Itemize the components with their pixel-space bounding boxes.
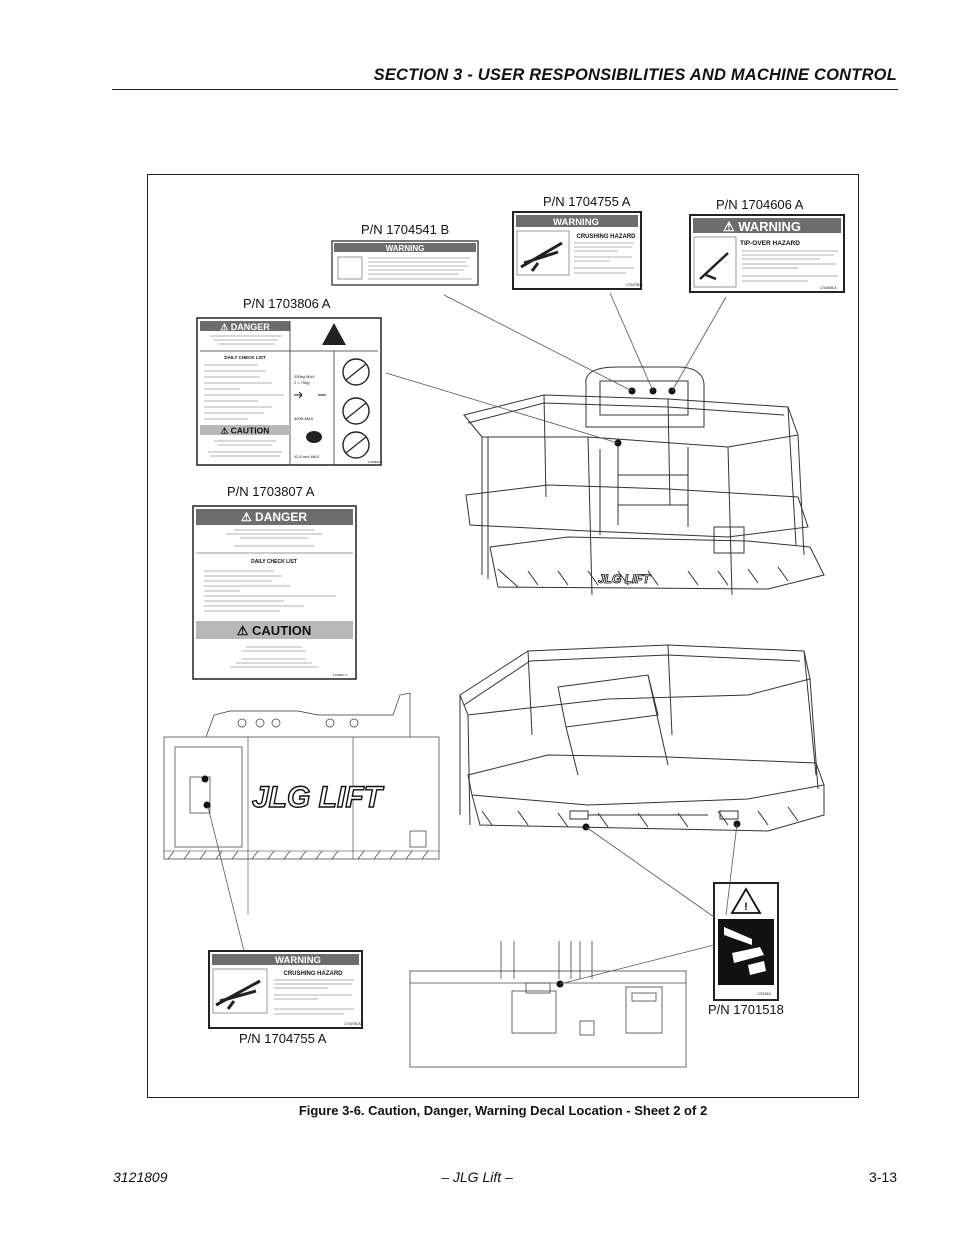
pn-1704755-bottom-label: P/N 1704755 A [239, 1031, 327, 1046]
decal-1703806-person: 2 = 70kg [294, 380, 309, 385]
decal-1704606-code: 1704606 A [820, 286, 837, 290]
svg-text:!: ! [744, 901, 748, 913]
decal-1704755-top-warning: WARNING [553, 217, 599, 228]
decal-1703806-checklist: DAILY CHECK LIST [224, 355, 266, 360]
decal-1704755-top: WARNING CRUSHING HAZARD 1704755 A [512, 211, 643, 290]
decal-1703807-caution: ⚠ CAUTION [237, 623, 312, 638]
footer-page-number: 3-13 [868, 1169, 897, 1185]
decal-1704606: ⚠ WARNING TIP-OVER HAZARD 1704606 A [689, 214, 845, 293]
footer-center-title: – JLG Lift – [441, 1169, 513, 1185]
decal-1704755-top-hazard: CRUSHING HAZARD [577, 234, 637, 240]
leader-lines [207, 292, 738, 985]
decal-1704755-bottom-code: 1704755 A [344, 1022, 361, 1026]
decal-1703806: ⚠ DANGER DAILY CHECK LIST ⚠ CAUTION 230k… [196, 317, 382, 466]
decal-1704541: WARNING [331, 240, 479, 286]
platform-lower [459, 644, 825, 832]
decal-1703807-danger: ⚠ DANGER [241, 510, 307, 524]
decal-1704755-bottom: WARNING CRUSHING HAZARD 1704755 A [208, 950, 363, 1029]
header-rule [112, 89, 898, 90]
figure-caption: Figure 3-6. Caution, Danger, Warning Dec… [298, 1103, 708, 1118]
section-title: SECTION 3 - USER RESPONSIBILITIES AND MA… [373, 66, 897, 84]
decal-1703806-caution: ⚠ CAUTION [221, 426, 270, 436]
platform-upper [463, 366, 825, 596]
decal-1703807-checklist: DAILY CHECK LIST [251, 559, 297, 565]
jlg-lift-logo-platform: JLG LIFT [598, 572, 652, 586]
pn-1704755-top-label: P/N 1704755 A [543, 194, 631, 209]
decal-location-dots-upper [614, 387, 676, 447]
decal-1701518-code: 1701518 [757, 992, 771, 996]
pn-1703806-label: P/N 1703806 A [243, 296, 331, 311]
machine-front-panel: JLG LIFT [163, 692, 440, 915]
decal-1704606-hazard: TIP-OVER HAZARD [740, 240, 800, 247]
decal-1703806-wind: 12,5 m/s MAX [294, 454, 319, 459]
decal-1703807: ⚠ DANGER DAILY CHECK LIST ⚠ CAUTION 1703… [192, 505, 357, 680]
decal-1703806-code: 1703806 A [368, 460, 382, 464]
pn-1703807-label: P/N 1703807 A [227, 484, 315, 499]
figure-frame: P/N 1704541 B P/N 1704755 A P/N 1704606 … [147, 174, 859, 1098]
pn-1704541-label: P/N 1704541 B [361, 222, 449, 237]
footer-doc-number: 3121809 [113, 1169, 168, 1185]
chassis-detail [409, 941, 687, 1068]
figure-drawing: P/N 1704541 B P/N 1704755 A P/N 1704606 … [163, 194, 845, 1068]
pn-1701518-label: P/N 1701518 [708, 1002, 784, 1017]
decal-1701518: ! 1701518 [713, 882, 779, 1001]
jlg-lift-logo-panel: JLG LIFT [252, 781, 385, 814]
decal-1703806-danger: ⚠ DANGER [220, 322, 270, 332]
decal-1704755-bottom-warning: WARNING [275, 955, 321, 966]
decal-1703806-load: 230kg MAX [294, 374, 315, 379]
decal-1703806-force: 400N MAX [294, 416, 314, 421]
decal-1703807-code: 1703807 A [333, 673, 347, 677]
decal-1704606-warning: ⚠ WARNING [723, 219, 801, 234]
decal-1704755-top-code: 1704755 A [626, 283, 643, 287]
decal-1704541-warning: WARNING [386, 244, 425, 253]
decal-1704755-bottom-hazard: CRUSHING HAZARD [284, 971, 344, 977]
pn-1704606-label: P/N 1704606 A [716, 197, 804, 212]
